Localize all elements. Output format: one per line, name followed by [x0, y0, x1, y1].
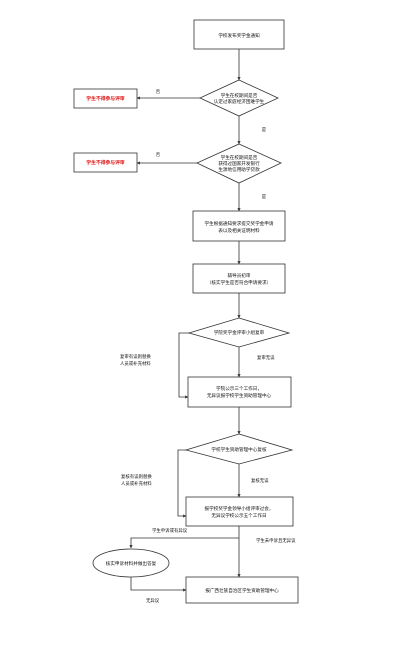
edge-label-yes-2: 是 — [262, 194, 267, 200]
label-college-review: 学院奖学金评审小组复审 — [214, 329, 265, 336]
label-submit-line2: 表以及相关证明材料 — [218, 227, 260, 234]
node-college-publicity — [187, 376, 292, 408]
label-poverty-line2: 认定过家庭经济困难学生 — [214, 98, 265, 105]
decision-center-review — [184, 433, 294, 465]
node-counselor-review — [192, 263, 286, 294]
decision-poverty-check — [199, 79, 279, 117]
label-publish-notice: 学校发布奖学金通知 — [218, 32, 260, 39]
label-submit-line1: 学生根据通知要求提交奖学金申请 — [205, 220, 274, 227]
label-counselor-line2: （核实学生是否符合申请要求） — [207, 279, 271, 286]
node-handle-appeal — [92, 548, 170, 578]
label-loan-line3: 生源地信用助学贷款 — [218, 166, 260, 173]
edge-label-center-ok: 复核无误 — [251, 477, 269, 484]
label-committee-line2: 无异议学校公示五个工作日 — [211, 512, 266, 519]
label-handle-appeal: 核实申诉材料并做出答复 — [106, 560, 157, 567]
label-reject-2: 学生不得参与评审 — [86, 159, 125, 166]
node-reject-2 — [73, 152, 138, 173]
node-publish-notice — [193, 19, 285, 50]
node-report-regional — [185, 576, 299, 604]
label-poverty-line1: 学生在校期间是否 — [221, 92, 258, 99]
label-reject-1: 学生不得参与评审 — [86, 95, 125, 102]
node-school-committee — [185, 496, 294, 527]
edge-label-center-fail-line2: 人员或补充材料 — [121, 480, 152, 487]
edge-label-no-objection: 无异议 — [146, 597, 160, 604]
edge-label-center-fail-line1: 复核有误则替换 — [121, 473, 152, 480]
arrow-noobjection — [130, 577, 187, 592]
decision-college-review — [187, 317, 291, 348]
edge-label-no-2: 否 — [156, 152, 161, 158]
node-reject-1 — [73, 88, 138, 109]
label-committee-line1: 报学校奖学金领导小组评审过会， — [205, 505, 274, 512]
edge-label-yes-1: 是 — [262, 127, 267, 133]
label-counselor-line1: 辅导员初审 — [228, 272, 251, 279]
edge-label-college-ok: 复审无误 — [257, 354, 275, 361]
node-submit-application — [192, 210, 286, 242]
edge-label-college-fail-line1: 复审有误则替换 — [120, 353, 151, 360]
arrow-d3-fail-loop — [178, 332, 189, 399]
label-loan-line2: 获得过国家开发银行 — [218, 160, 260, 167]
label-publicity-line1: 学院公示三个工作日， — [216, 385, 262, 392]
decision-loan-check — [196, 143, 282, 184]
edge-label-college-fail-line2: 人员或补充材料 — [120, 360, 151, 367]
edge-label-appeal: 学生申诉或有异议 — [152, 527, 188, 534]
connectors — [129, 49, 241, 592]
label-center-review: 学校学生资助管理中心复核 — [211, 446, 267, 453]
arrow-appeal — [129, 537, 239, 549]
label-report-regional: 报广西壮族自治区学生资助管理中心 — [205, 587, 279, 594]
edge-label-no-1: 否 — [156, 89, 161, 95]
label-loan-line1: 学生在校期间是否 — [221, 154, 258, 161]
arrow-d4-fail-loop — [177, 449, 187, 518]
edge-label-no-appeal: 学生未申诉且无异议 — [256, 537, 296, 544]
label-publicity-line2: 无异议报学校学生资助管理中心 — [207, 392, 272, 399]
